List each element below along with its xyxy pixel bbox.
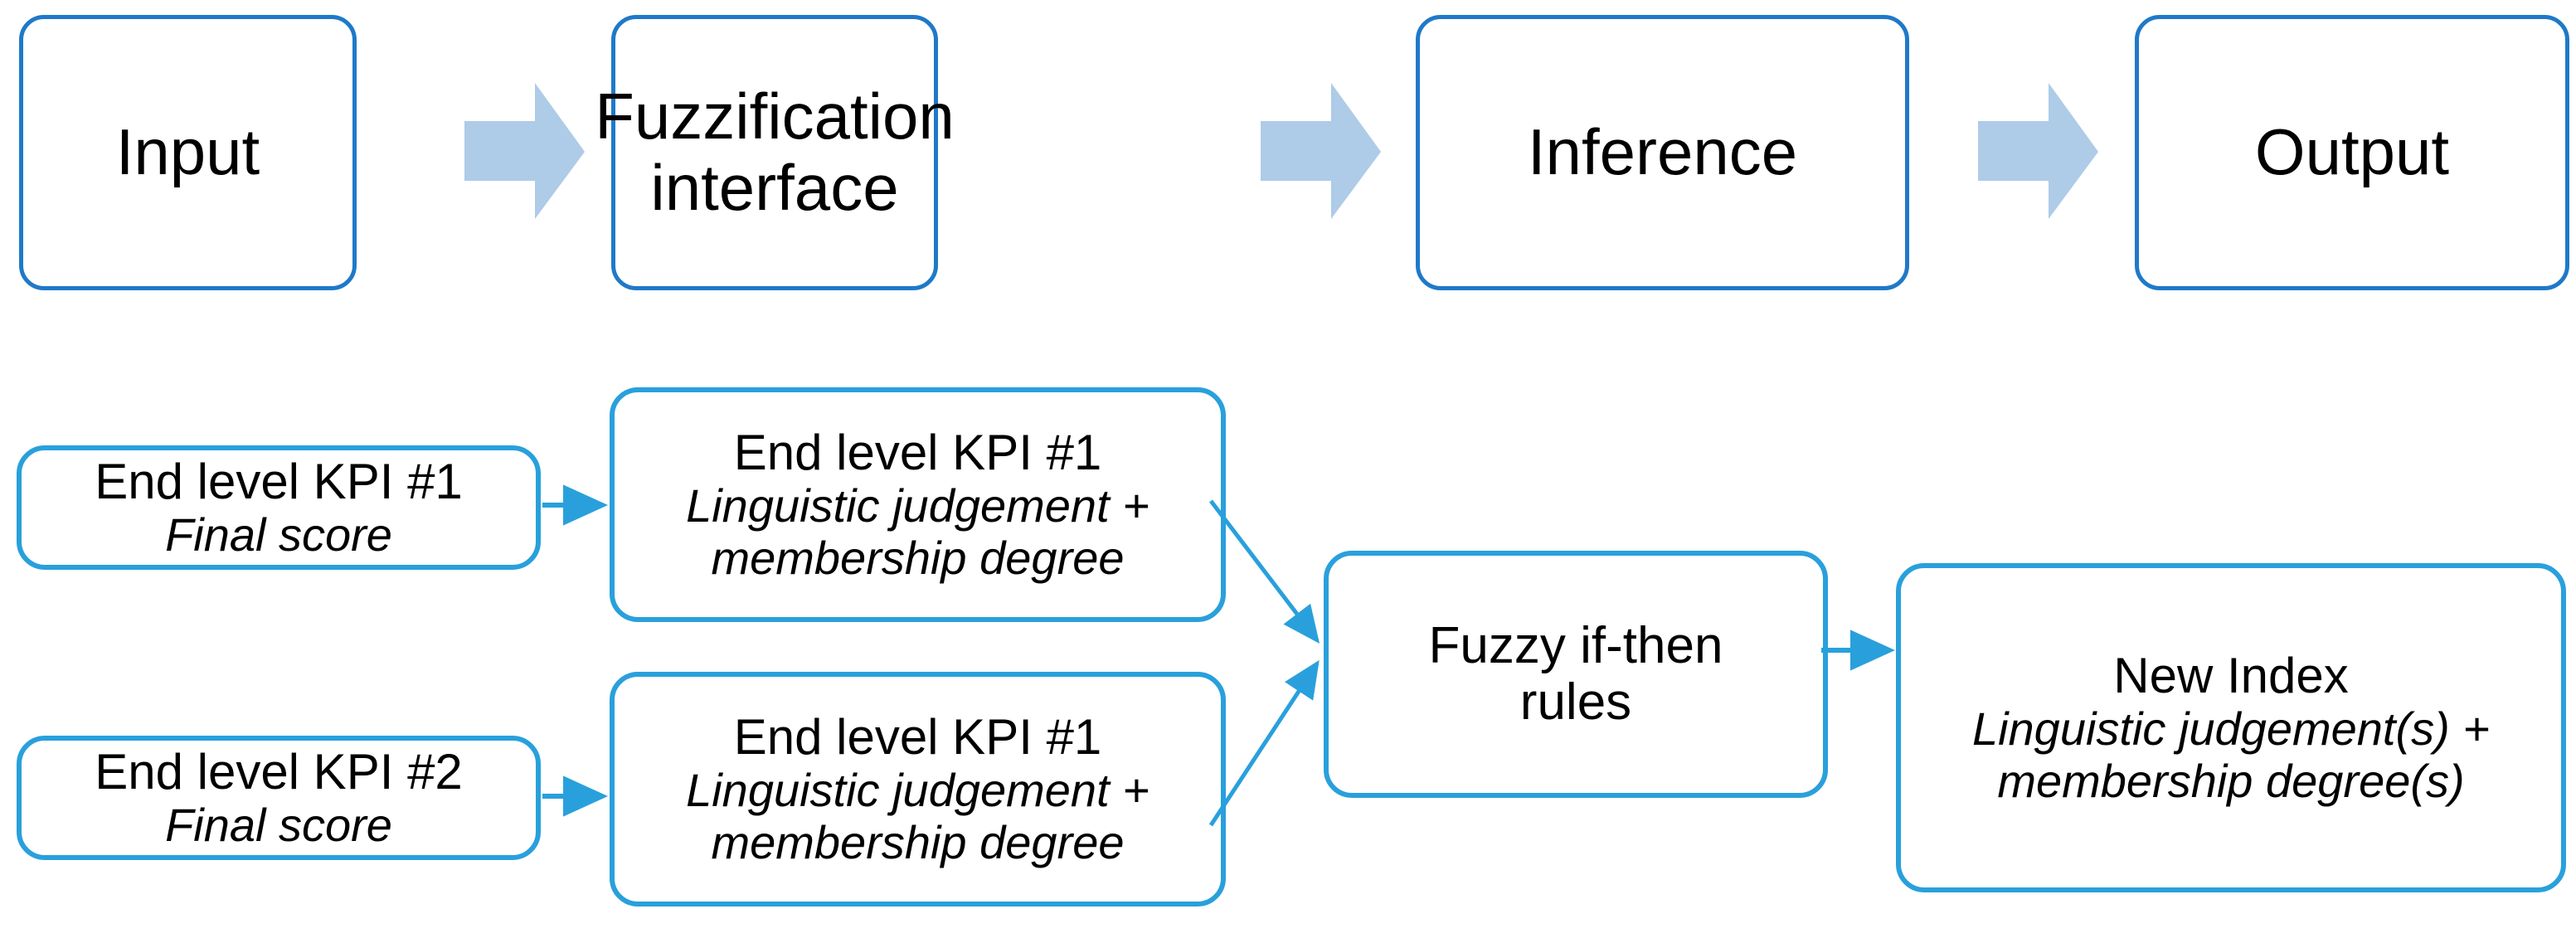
fuzzy-rules-label-line1: Fuzzy if-then xyxy=(1428,616,1723,674)
fuzzified-box-2-subtitle-line1: Linguistic judgement + xyxy=(686,764,1149,817)
block-arrow-inference-to-output xyxy=(1978,83,2098,219)
fuzzified-box-1[interactable]: End level KPI #1 Linguistic judgement + … xyxy=(610,387,1226,622)
fuzzy-rules-box[interactable]: Fuzzy if-then rules xyxy=(1324,551,1828,798)
block-arrow-fuzzification-to-inference xyxy=(1261,83,1381,219)
fuzzified-box-2[interactable]: End level KPI #1 Linguistic judgement + … xyxy=(610,672,1226,907)
arrow-fuzzified2-to-rules xyxy=(1208,659,1320,827)
stage-label-output: Output xyxy=(2254,115,2450,189)
stage-label-fuzzification-line2: interface xyxy=(650,151,899,224)
kpi-box-2-title: End level KPI #2 xyxy=(95,744,463,800)
stage-label-fuzzification-line1: Fuzzification xyxy=(595,80,955,153)
arrow-fuzzified1-to-rules xyxy=(1209,499,1320,644)
new-index-subtitle-line2: membership degree(s) xyxy=(1997,755,2465,808)
kpi-box-1-title: End level KPI #1 xyxy=(95,454,463,510)
stage-box-inference[interactable]: Inference xyxy=(1416,15,1909,290)
block-arrow-input-to-fuzzification xyxy=(464,83,585,219)
fuzzified-box-1-subtitle-line2: membership degree xyxy=(711,532,1125,585)
kpi-box-2-subtitle: Final score xyxy=(165,799,392,852)
stage-box-output[interactable]: Output xyxy=(2135,15,2569,290)
new-index-subtitle-line1: Linguistic judgement(s) + xyxy=(1971,702,2491,756)
fuzzified-box-1-subtitle-line1: Linguistic judgement + xyxy=(686,479,1149,532)
new-index-title: New Index xyxy=(2113,648,2349,704)
stage-label-input: Input xyxy=(115,115,260,189)
kpi-box-1-subtitle: Final score xyxy=(165,508,392,561)
kpi-box-2[interactable]: End level KPI #2 Final score xyxy=(17,736,541,860)
fuzzified-box-2-subtitle-line2: membership degree xyxy=(711,816,1125,869)
stage-label-inference: Inference xyxy=(1527,115,1798,189)
kpi-box-1[interactable]: End level KPI #1 Final score xyxy=(17,445,541,570)
stage-box-input[interactable]: Input xyxy=(19,15,357,290)
stage-box-fuzzification[interactable]: Fuzzification interface xyxy=(595,15,955,290)
fuzzified-box-2-title: End level KPI #1 xyxy=(733,709,1102,766)
fuzzified-box-1-title: End level KPI #1 xyxy=(733,425,1102,481)
fuzzy-rules-label-line2: rules xyxy=(1519,673,1632,731)
new-index-box[interactable]: New Index Linguistic judgement(s) + memb… xyxy=(1896,563,2566,892)
